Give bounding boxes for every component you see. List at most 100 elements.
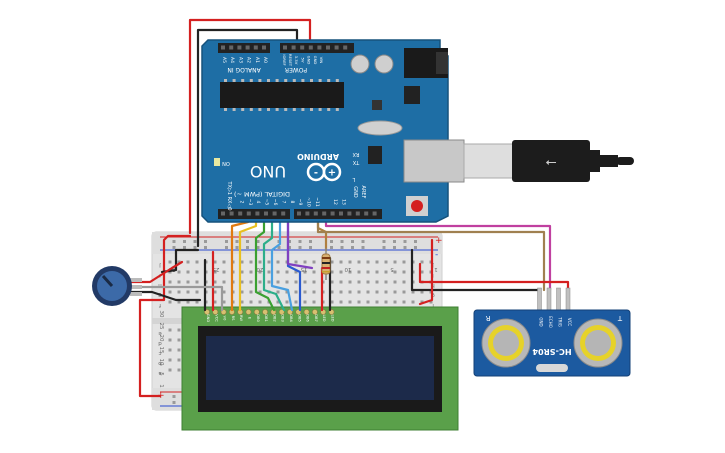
txrx-pin-label: TX▷1 RX◁0 bbox=[226, 180, 232, 210]
lcd-pin-label: RS bbox=[231, 316, 235, 321]
digital-pin-label: ~3 bbox=[247, 199, 253, 206]
column-label: 5 bbox=[390, 266, 394, 272]
lcd-pin-label: DB2 bbox=[272, 314, 276, 322]
digital-pin-label: 4 bbox=[255, 201, 261, 204]
sensor-model: HC-SR04 bbox=[532, 347, 572, 356]
power-pin-label: 5V bbox=[300, 57, 305, 62]
lcd-pin-label: GND bbox=[206, 314, 210, 322]
column-label: 20 bbox=[158, 335, 164, 342]
digital-pin-label: 8 bbox=[289, 201, 295, 204]
gnd-top-label: GND bbox=[352, 186, 358, 198]
column-label: 20 bbox=[256, 266, 263, 272]
sensor-pin-label: ECHO bbox=[548, 316, 553, 327]
analog-pin-label: A5 bbox=[221, 57, 227, 63]
ultrasonic-sensor: HC-SR04 R T VCC TRIG ECHO GND bbox=[473, 287, 631, 377]
wire-lcd-v0 bbox=[133, 285, 224, 312]
l-label: L bbox=[352, 176, 355, 182]
wire-lcd-gnd-right bbox=[418, 238, 434, 306]
lcd-pin-pads bbox=[204, 309, 335, 315]
lcd-pin-label: DB0 bbox=[256, 314, 260, 322]
arduino-brand: ARDUINO bbox=[297, 152, 339, 161]
lcd-pin-label: DB5 bbox=[297, 314, 301, 322]
svg-text:-: - bbox=[314, 168, 318, 179]
aref-label: AREF bbox=[360, 186, 366, 199]
digital-pin-label: 7 bbox=[280, 201, 286, 204]
lcd-pin-label: DB1 bbox=[264, 314, 268, 322]
digital-pin-label: 13 bbox=[340, 199, 346, 205]
row-label: j bbox=[432, 262, 435, 268]
wire-sensor-vcc bbox=[418, 262, 570, 292]
lcd-pin-label: LED bbox=[322, 314, 326, 321]
digital-label: DIGITAL (PWM ~) bbox=[234, 190, 290, 198]
digital-pin-label: ~6 bbox=[272, 199, 278, 206]
svg-text:⭠: ⭠ bbox=[545, 154, 556, 170]
transducer-right bbox=[573, 318, 623, 368]
row-label: j bbox=[159, 262, 162, 268]
analog-pin-label: A3 bbox=[237, 57, 243, 63]
svg-text:+: + bbox=[328, 168, 336, 179]
sensor-mark-left: T bbox=[617, 314, 623, 322]
sensor-pin-label: GND bbox=[539, 317, 544, 326]
column-label: 10 bbox=[158, 359, 164, 366]
column-label: 5 bbox=[158, 372, 164, 376]
analog-pin-label: A1 bbox=[254, 57, 260, 63]
column-label: 30 bbox=[158, 311, 164, 318]
digital-pin-label: ~11 bbox=[314, 197, 320, 207]
power-pin-label: GND bbox=[313, 56, 318, 65]
lcd-pin-label: DB7 bbox=[314, 314, 318, 322]
wire-db5 bbox=[262, 208, 286, 312]
wire-5v bbox=[188, 18, 312, 235]
lcd-pin-label: E bbox=[248, 317, 252, 320]
row-label: a bbox=[158, 370, 161, 376]
wire-purple bbox=[286, 208, 314, 270]
column-label: 25 bbox=[212, 266, 219, 272]
row-label: d bbox=[158, 340, 162, 346]
header-pin-holes bbox=[221, 45, 377, 216]
usb-cable-icon: ⭠ bbox=[463, 140, 634, 182]
row-label: f bbox=[431, 302, 434, 308]
column-label: 25 bbox=[158, 323, 164, 330]
digital-pin-label: 12 bbox=[332, 199, 338, 205]
wire-rail-5v-left bbox=[138, 234, 192, 398]
digital-pin-label: ~5 bbox=[264, 199, 270, 206]
sensor-pin-label: TRIG bbox=[558, 316, 563, 327]
rx-label: RX bbox=[352, 151, 359, 157]
digital-pin-label: ~9 bbox=[297, 199, 303, 206]
arduino-logo-icon: - + bbox=[306, 162, 342, 182]
column-label: 1 bbox=[434, 266, 438, 272]
lcd-pin-label: DB3 bbox=[281, 314, 285, 322]
lcd-pin-label: DB6 bbox=[306, 314, 310, 322]
power-pin-label: RESET bbox=[288, 54, 293, 67]
digital-pin-label: ~10 bbox=[306, 197, 312, 207]
chip-icon bbox=[220, 79, 344, 111]
lcd-pin-label: V0 bbox=[223, 316, 227, 321]
digital-pin-label: 2 bbox=[238, 201, 244, 204]
wire-gnd bbox=[196, 28, 299, 248]
column-label: 1 bbox=[158, 384, 164, 388]
column-label: 10 bbox=[344, 266, 351, 272]
lcd-pin-label: LED bbox=[331, 314, 335, 321]
lcd-pin-label: RW bbox=[239, 315, 243, 321]
row-label: c bbox=[158, 350, 161, 356]
row-label: f bbox=[158, 302, 161, 308]
row-label: h bbox=[158, 282, 162, 288]
column-label: 15 bbox=[300, 266, 307, 272]
wire-db6 bbox=[270, 208, 294, 312]
column-label: 15 bbox=[158, 347, 164, 354]
sensor-mark-right: R bbox=[485, 314, 490, 322]
rail-minus-label: - bbox=[435, 250, 438, 260]
row-label: b bbox=[158, 360, 162, 366]
sensor-pin-label: VCC bbox=[567, 318, 572, 327]
analog-pin-label: A2 bbox=[246, 57, 252, 63]
wire-echo bbox=[316, 212, 546, 292]
power-pin-label: GND bbox=[307, 56, 312, 65]
on-label: ON bbox=[222, 160, 230, 166]
analog-pin-label: A0 bbox=[262, 57, 268, 63]
sensor-pin-headers bbox=[537, 287, 571, 313]
